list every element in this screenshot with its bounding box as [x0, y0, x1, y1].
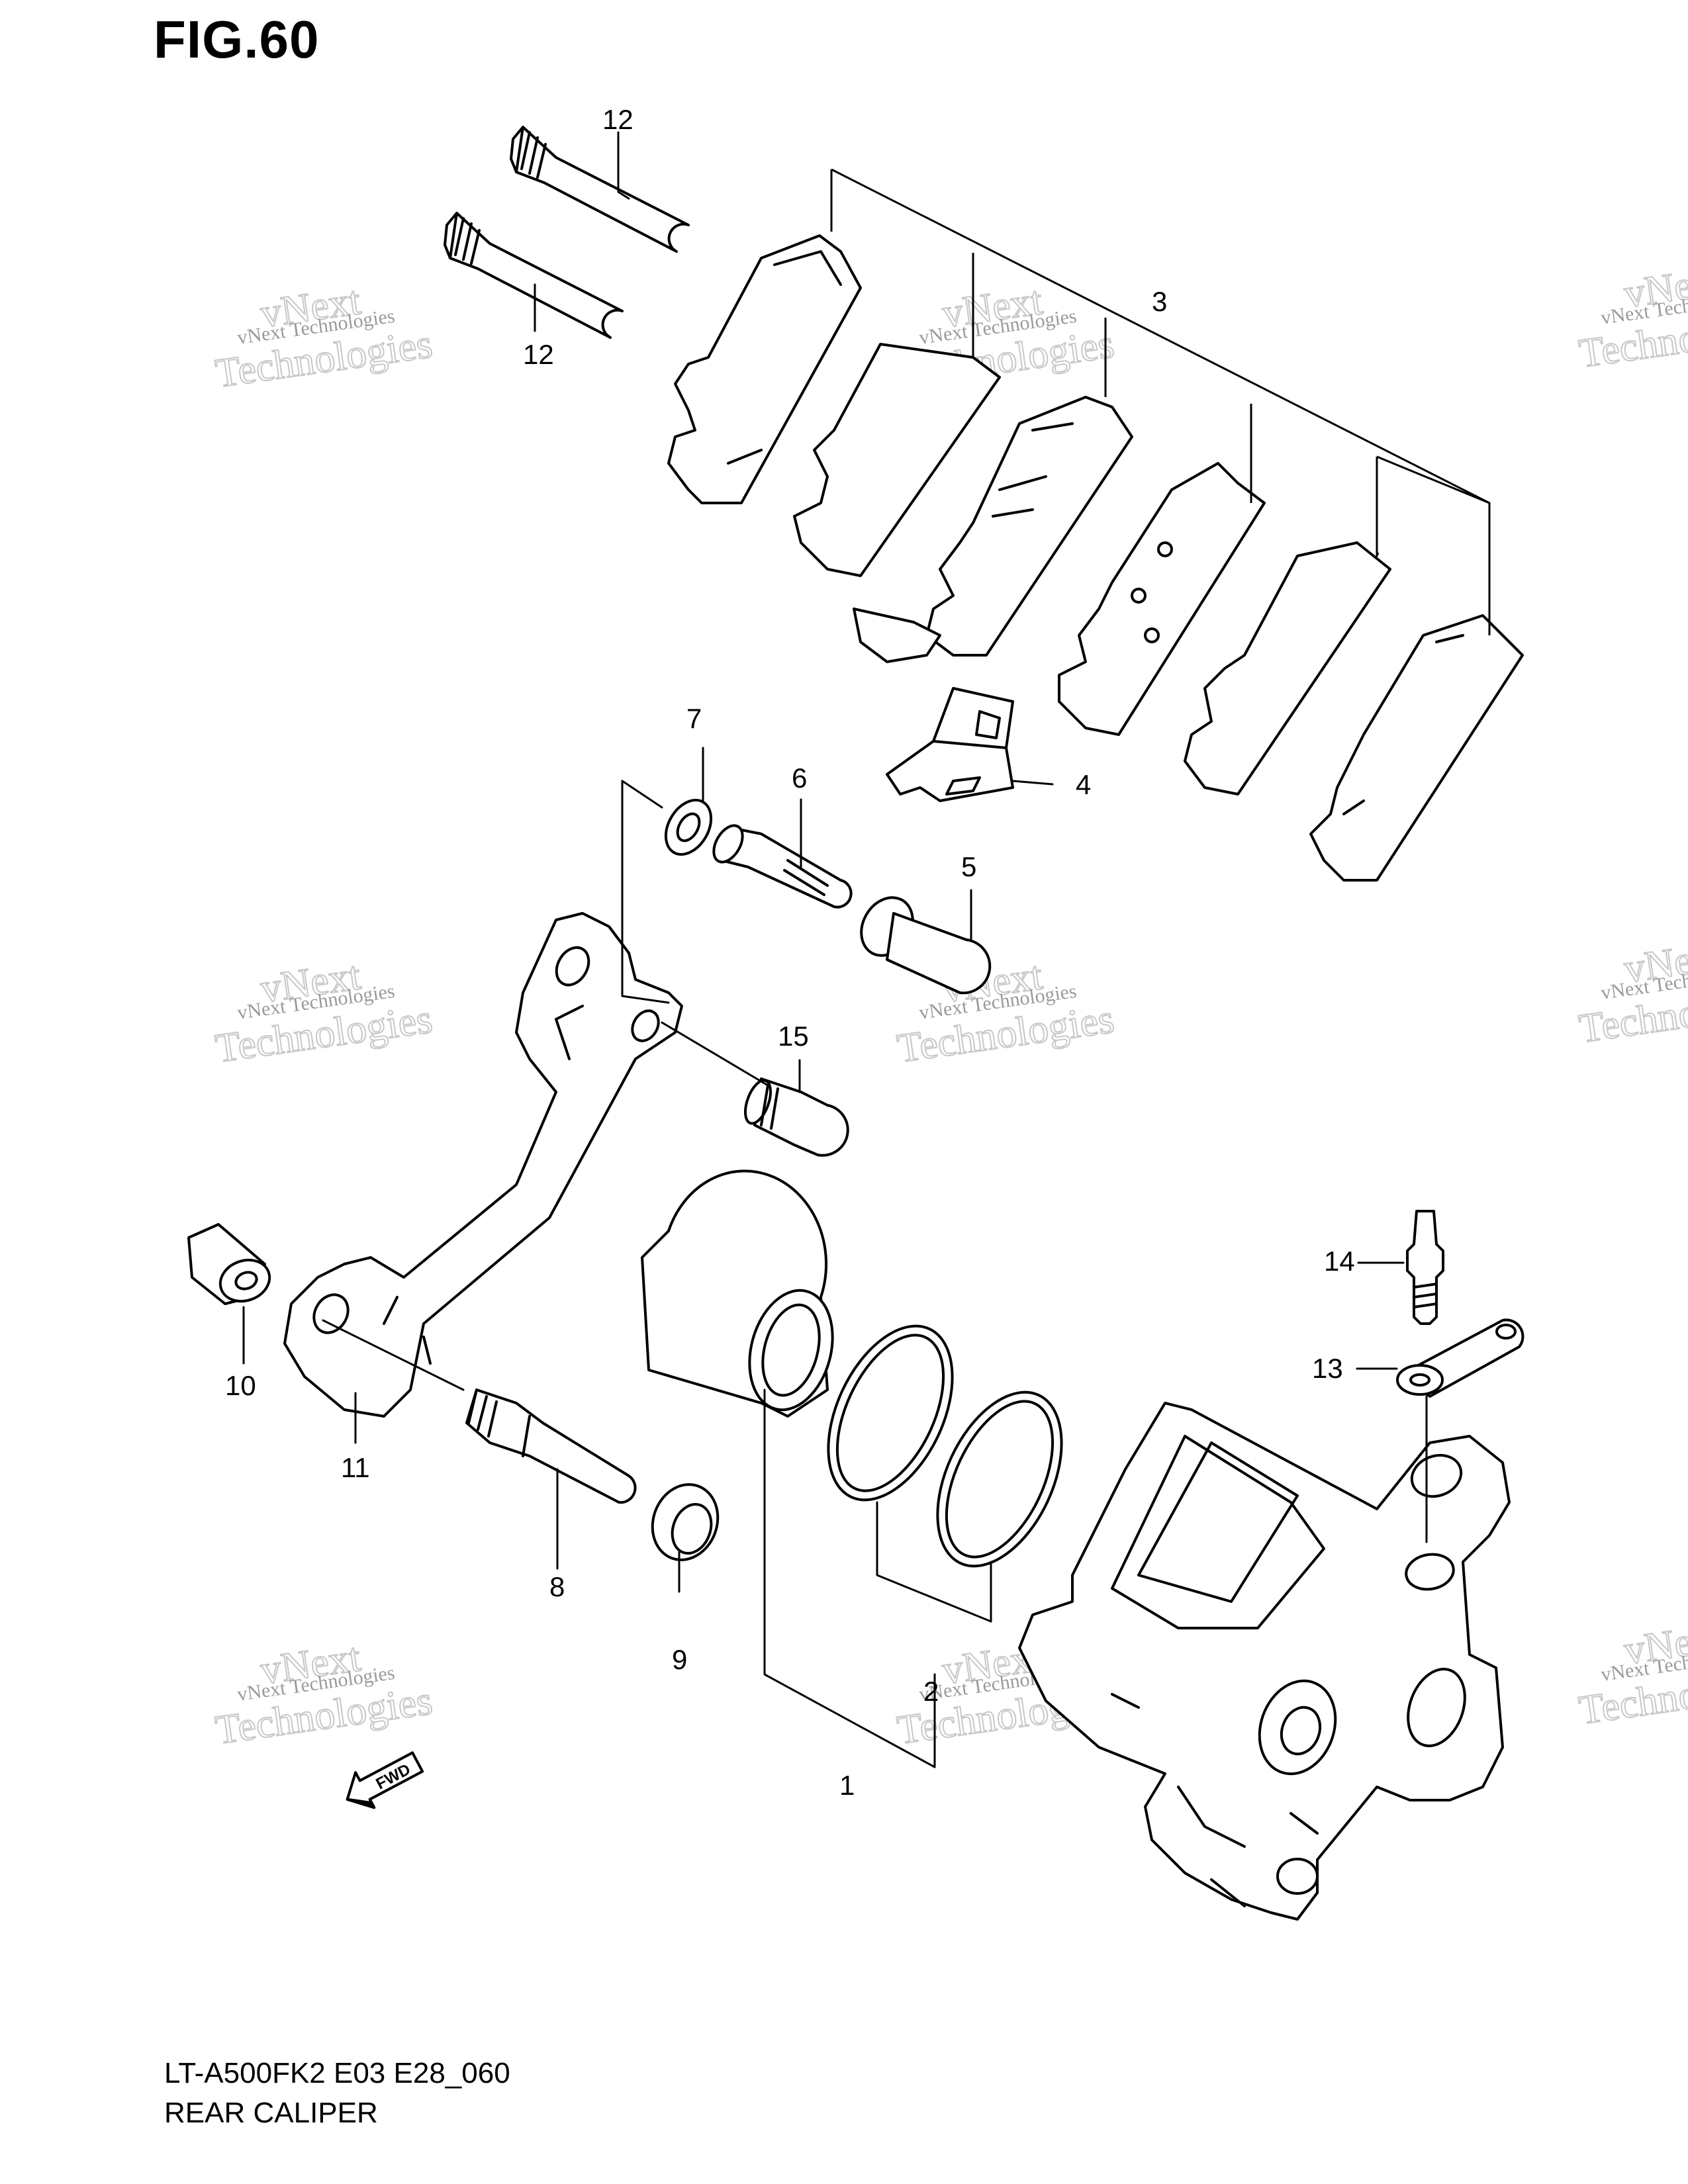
- figure-title: FIG.60: [154, 10, 320, 69]
- part-caliper-bracket: [283, 912, 683, 1418]
- callout-9: 9: [672, 1644, 687, 1675]
- callout-15: 15: [778, 1021, 809, 1052]
- callout-5: 5: [961, 851, 976, 882]
- callout-8: 8: [549, 1571, 565, 1602]
- footer-section-name: REAR CALIPER: [164, 2097, 378, 2129]
- part-bleeder-valve: [1406, 1210, 1444, 1325]
- callout-leaders: [242, 131, 1491, 1768]
- callout-labels: 12 12 3 4 7 6 5 15 14 13 10 11 8 9 2 1: [225, 104, 1355, 1801]
- callout-12-lower: 12: [523, 339, 554, 370]
- callout-4: 4: [1076, 769, 1091, 800]
- part-bracket-boot: [187, 1223, 271, 1305]
- part-piston: [641, 1169, 834, 1418]
- part-piston-seals: [827, 1324, 1063, 1568]
- callout-1: 1: [839, 1770, 855, 1801]
- part-caliper-body: [1018, 1402, 1511, 1921]
- part-brake-pad-set: [667, 234, 1524, 882]
- part-bolt: [743, 1077, 849, 1157]
- callout-12-upper: 12: [602, 104, 633, 135]
- part-pin-boot: [860, 896, 992, 995]
- part-pad-pin-lower: [444, 212, 624, 339]
- part-pin-boot-small: [651, 1483, 720, 1561]
- callout-6: 6: [792, 762, 807, 794]
- part-pad-spring: [886, 687, 1014, 802]
- part-bleeder-cap: [1396, 1318, 1524, 1398]
- part-pad-pin-upper: [510, 126, 690, 253]
- callout-3: 3: [1152, 286, 1167, 317]
- callout-10: 10: [225, 1370, 256, 1401]
- part-bracket-pin: [465, 1388, 637, 1504]
- part-washer: [664, 799, 713, 856]
- footer-model-code: LT-A500FK2 E03 E28_060: [164, 2057, 510, 2089]
- callout-2: 2: [923, 1676, 939, 1707]
- callout-11: 11: [341, 1452, 370, 1483]
- callout-14: 14: [1324, 1246, 1355, 1277]
- callout-13: 13: [1312, 1353, 1343, 1384]
- fwd-arrow-icon: FWD: [346, 1751, 424, 1809]
- part-slide-pin-bolt: [712, 824, 853, 909]
- callout-7: 7: [686, 703, 702, 734]
